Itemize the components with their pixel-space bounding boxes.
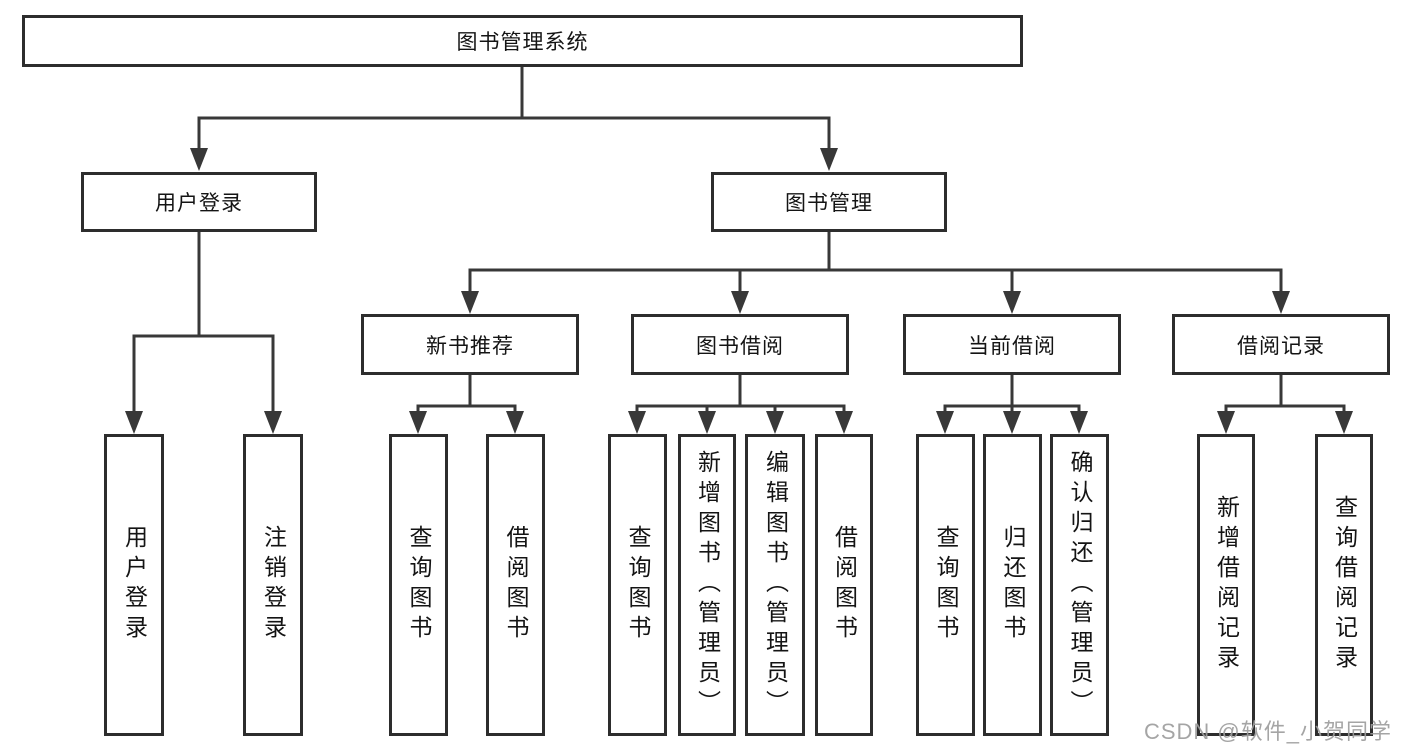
node-label: 用户登录	[121, 525, 148, 645]
node-label: 新书推荐	[426, 334, 514, 358]
node-borrowing-records: 借阅记录	[1172, 314, 1390, 375]
leaf-confirm-return-admin: 确认归还（管理员）	[1050, 434, 1109, 736]
node-label: 新增借阅记录	[1213, 495, 1240, 675]
csdn-watermark: CSDN @软件_小贺同学	[1143, 719, 1392, 744]
node-user-login: 用户登录	[81, 172, 317, 232]
node-label: 借阅图书	[831, 525, 858, 645]
node-label: 图书管理	[785, 192, 873, 215]
leaf-add-book-admin: 新增图书（管理员）	[678, 434, 736, 736]
leaf-query-books-borrowing: 查询图书	[608, 434, 667, 736]
node-current-borrowing: 当前借阅	[903, 314, 1121, 375]
leaf-logout: 注销登录	[243, 434, 303, 736]
node-label: 用户登录	[155, 192, 243, 215]
leaf-query-borrow-record: 查询借阅记录	[1315, 434, 1373, 736]
node-label: 图书借阅	[696, 334, 784, 358]
leaf-edit-book-admin: 编辑图书（管理员）	[745, 434, 805, 736]
node-label: 查询图书	[933, 525, 959, 645]
node-book-borrowing: 图书借阅	[631, 314, 849, 375]
node-label: 借阅记录	[1237, 334, 1325, 358]
leaf-borrow-books: 借阅图书	[815, 434, 873, 736]
leaf-user-login: 用户登录	[104, 434, 164, 736]
node-label: 借阅图书	[503, 525, 529, 645]
node-label: 查询图书	[625, 525, 651, 645]
node-label: 图书管理系统	[456, 31, 589, 54]
leaf-return-books: 归还图书	[983, 434, 1042, 736]
leaf-add-borrow-record: 新增借阅记录	[1197, 434, 1255, 736]
node-label: 新增图书（管理员）	[694, 450, 721, 720]
node-new-book-recommend: 新书推荐	[361, 314, 579, 375]
leaf-query-books-current: 查询图书	[916, 434, 975, 736]
node-label: 查询借阅记录	[1331, 495, 1358, 675]
node-label: 归还图书	[1000, 525, 1026, 645]
node-book-management: 图书管理	[711, 172, 947, 232]
leaf-query-books-recommend: 查询图书	[389, 434, 448, 736]
node-label: 确认归还（管理员）	[1067, 450, 1093, 720]
node-library-management-system: 图书管理系统	[22, 15, 1023, 67]
node-label: 当前借阅	[968, 334, 1056, 358]
node-label: 编辑图书（管理员）	[762, 450, 789, 720]
node-label: 注销登录	[260, 525, 287, 645]
leaf-borrow-books-recommend: 借阅图书	[486, 434, 545, 736]
node-label: 查询图书	[406, 525, 432, 645]
